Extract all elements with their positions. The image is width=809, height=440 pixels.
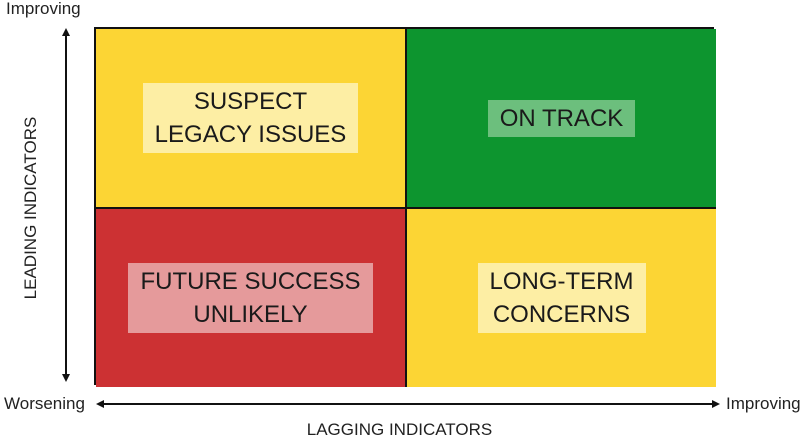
x-axis-title: LAGGING INDICATORS [306,420,493,439]
quadrant-label-suspect-legacy-issues: SUSPECT LEGACY ISSUES [142,83,359,153]
quadrant-label-line: LEGACY ISSUES [154,121,347,148]
y-axis-improving-label: Improving [6,0,81,18]
quadrant-top-right: ON TRACK [406,29,716,208]
quadrant-label-line: LONG-TERM [489,268,634,295]
quadrant-label-on-track: ON TRACK [487,99,636,137]
quadrant-label-line: SUSPECT [193,88,308,115]
x-axis-improving-label: Improving [726,394,801,413]
quadrant-bottom-right: LONG-TERM CONCERNS [406,208,716,387]
quadrant-bottom-left: FUTURE SUCCESS UNLIKELY [96,208,406,387]
x-axis-worsening-label: Worsening [4,394,85,413]
quadrant-label-long-term-concerns: LONG-TERM CONCERNS [477,263,646,333]
quadrant-label-line: CONCERNS [492,301,631,328]
quadrant-label-future-success-unlikely: FUTURE SUCCESS UNLIKELY [128,263,373,333]
quadrant-label-line: ON TRACK [499,104,624,132]
y-axis-title: LEADING INDICATORS [21,116,40,300]
quadrant-grid: SUSPECT LEGACY ISSUES ON TRACK FUTURE SU… [94,27,716,387]
quadrant-label-line: FUTURE SUCCESS [140,268,361,295]
x-axis-title-wrap: LAGGING INDICATORS [0,420,809,440]
quadrant-label-line: UNLIKELY [193,301,308,328]
quadrant-top-left: SUSPECT LEGACY ISSUES [96,29,406,208]
